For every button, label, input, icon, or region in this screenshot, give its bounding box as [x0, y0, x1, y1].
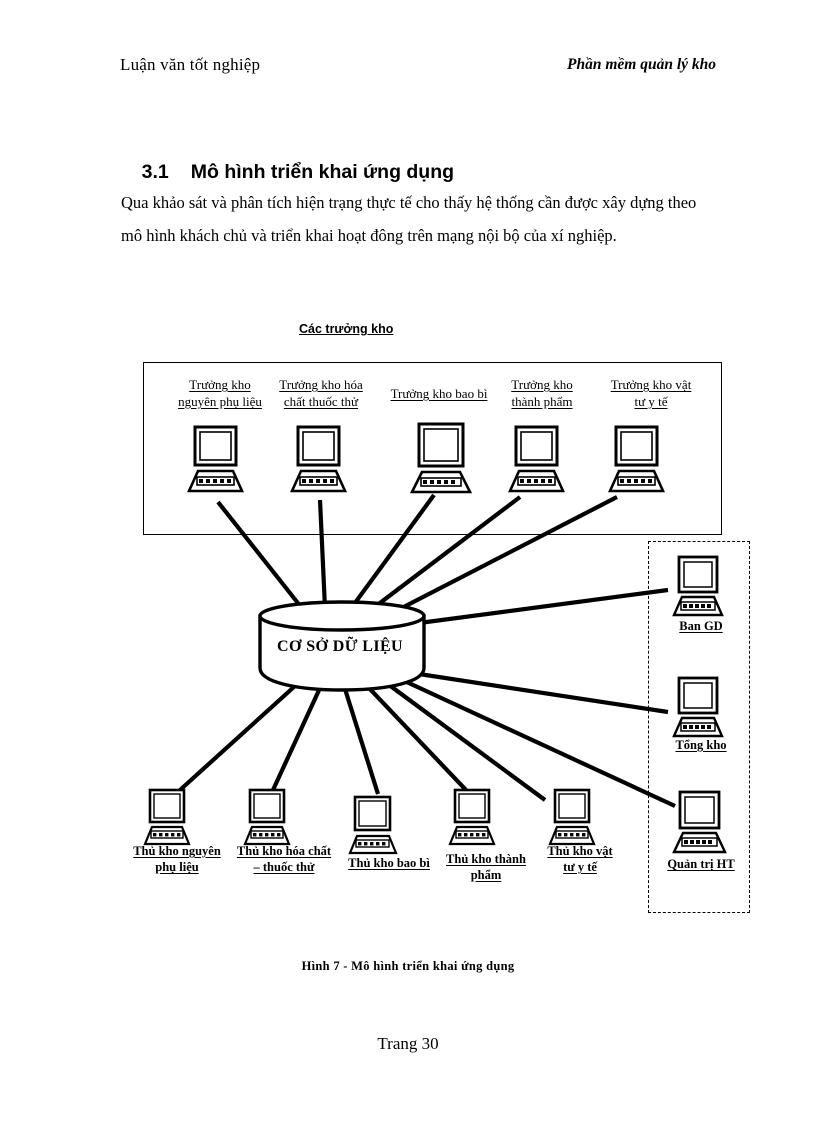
- body-paragraph: Qua khảo sát và phân tích hiện trạng thự…: [121, 193, 697, 245]
- computer-icon-tong-kho: [672, 676, 732, 742]
- node-label-thu-kho-bao-bi: Thủ kho bao bì: [348, 856, 430, 870]
- computer-icon-thu-kho-hoa-chat-thuoc-thu: [243, 788, 301, 850]
- node-label-thu-kho-vat-tu-y-te: Thủ kho vật tư y tế: [547, 844, 613, 874]
- node-label-thu-kho-thanh-pham: Thủ kho thành phẩm: [446, 852, 526, 882]
- node-label-thu-kho-hoa-chat-thuoc-thu: Thủ kho hóa chất – thuốc thử: [236, 844, 332, 874]
- computer-icon-truong-kho-nguyen-phu-lieu: [187, 425, 255, 497]
- page-number: Trang 30: [377, 1034, 439, 1053]
- computer-icon-ban-gd: [672, 555, 732, 621]
- node-label-truong-kho-nguyen-phu-lieu: Trưởng kho nguyên phụ liệu: [178, 377, 262, 409]
- node-label-ban-gd: Ban GD: [679, 619, 723, 633]
- figure-caption: Hình 7 - Mô hình triển khai ứng dụng: [301, 959, 515, 973]
- group-box-management: [648, 541, 750, 913]
- computer-icon-quan-tri-ht: [672, 790, 734, 858]
- node-label-truong-kho-thanh-pham: Trưởng kho thành phẩm: [511, 377, 573, 409]
- node-label-thu-kho-nguyen-phu-lieu: Thủ kho nguyên phụ liệu: [133, 844, 221, 874]
- group-box-warehouse-managers: [143, 362, 722, 535]
- node-label-tong-kho: Tổng kho: [675, 738, 727, 752]
- computer-icon-thu-kho-bao-bi: [348, 795, 408, 859]
- section-title: Mô hình triển khai ứng dụng: [190, 161, 455, 183]
- node-label-truong-kho-vat-tu-y-te: Trưởng kho vật tư y tế: [610, 377, 692, 409]
- database-label: CƠ SỞ DỮ LIỆU: [277, 638, 403, 655]
- node-label-quan-tri-ht: Quản trị HT: [667, 857, 735, 871]
- page-title: 3.1 Mô hình triển khai ứng dụng: [120, 138, 454, 207]
- node-label-truong-kho-bao-bi: Trưởng kho bao bì: [390, 386, 488, 401]
- computer-icon-thu-kho-nguyen-phu-lieu: [143, 788, 201, 850]
- group-title-warehouse-managers: Các trưởng kho: [299, 322, 394, 336]
- header-right-text: Phần mềm quản lý kho: [567, 56, 716, 73]
- computer-icon-truong-kho-hoa-chat-thuoc-thu: [290, 425, 358, 497]
- node-label-truong-kho-hoa-chat-thuoc-thu: Trưởng kho hóa chất thuốc thử: [279, 377, 363, 409]
- computer-icon-thu-kho-vat-tu-y-te: [548, 788, 606, 850]
- computer-icon-truong-kho-bao-bi: [410, 422, 482, 498]
- section-number: 3.1: [141, 161, 169, 183]
- database-cylinder: [256, 598, 432, 699]
- computer-icon-truong-kho-thanh-pham: [508, 425, 576, 497]
- computer-icon-thu-kho-thanh-pham: [448, 788, 506, 850]
- computer-icon-truong-kho-vat-tu-y-te: [608, 425, 676, 497]
- header-left-text: Luận văn tốt nghiệp: [120, 55, 261, 74]
